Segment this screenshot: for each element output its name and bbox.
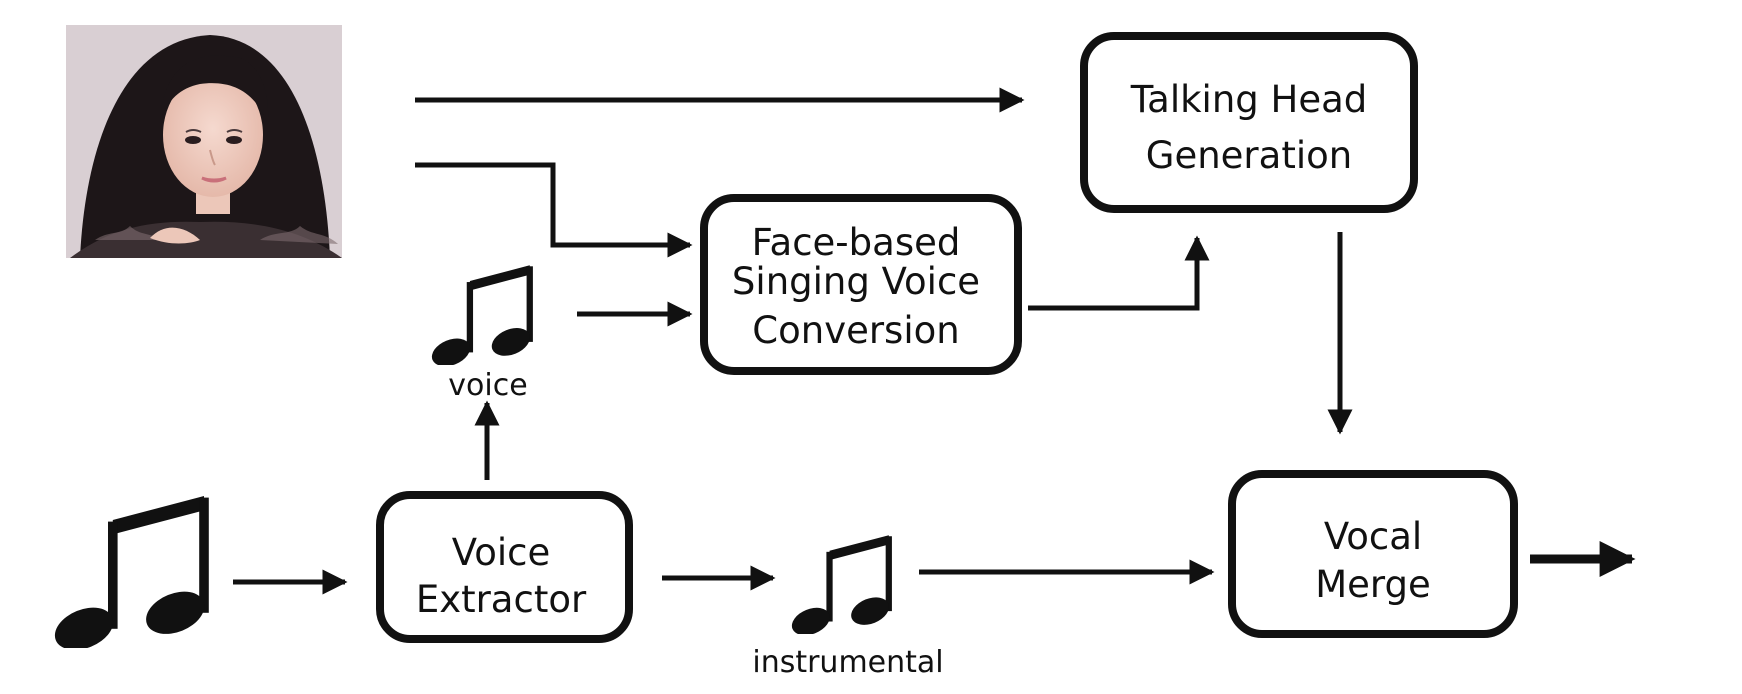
face-based-svc-box: Face-based Singing Voice Conversion xyxy=(700,194,1022,375)
vocal-merge-line-1: Vocal xyxy=(1324,515,1422,558)
vocal-merge-box: Vocal Merge xyxy=(1228,470,1518,638)
voice-note-icon xyxy=(430,265,535,365)
face-svc-line-1: Face-based xyxy=(752,221,961,264)
face-svc-line-2: Singing Voice xyxy=(732,260,980,303)
arrow-face-svc-to-talking-head xyxy=(1028,235,1210,311)
voice-extractor-line-1: Voice xyxy=(452,531,550,574)
face-svc-line-3: Conversion xyxy=(752,309,959,352)
face-photo xyxy=(66,25,342,258)
talking-head-generation-box: Talking Head Generation xyxy=(1080,32,1418,213)
vocal-merge-line-2: Merge xyxy=(1315,563,1431,606)
instrumental-label: instrumental xyxy=(752,645,943,680)
voice-extractor-line-2: Extractor xyxy=(416,578,587,621)
talking-head-line-1: Talking Head xyxy=(1130,78,1368,121)
music-input-note-icon xyxy=(52,496,211,648)
instrumental-note-icon xyxy=(790,535,894,634)
voice-label: voice xyxy=(448,368,527,403)
talking-head-line-2: Generation xyxy=(1146,134,1352,177)
voice-extractor-box: Voice Extractor xyxy=(376,491,633,643)
arrow-photo-to-face-svc xyxy=(415,162,693,258)
